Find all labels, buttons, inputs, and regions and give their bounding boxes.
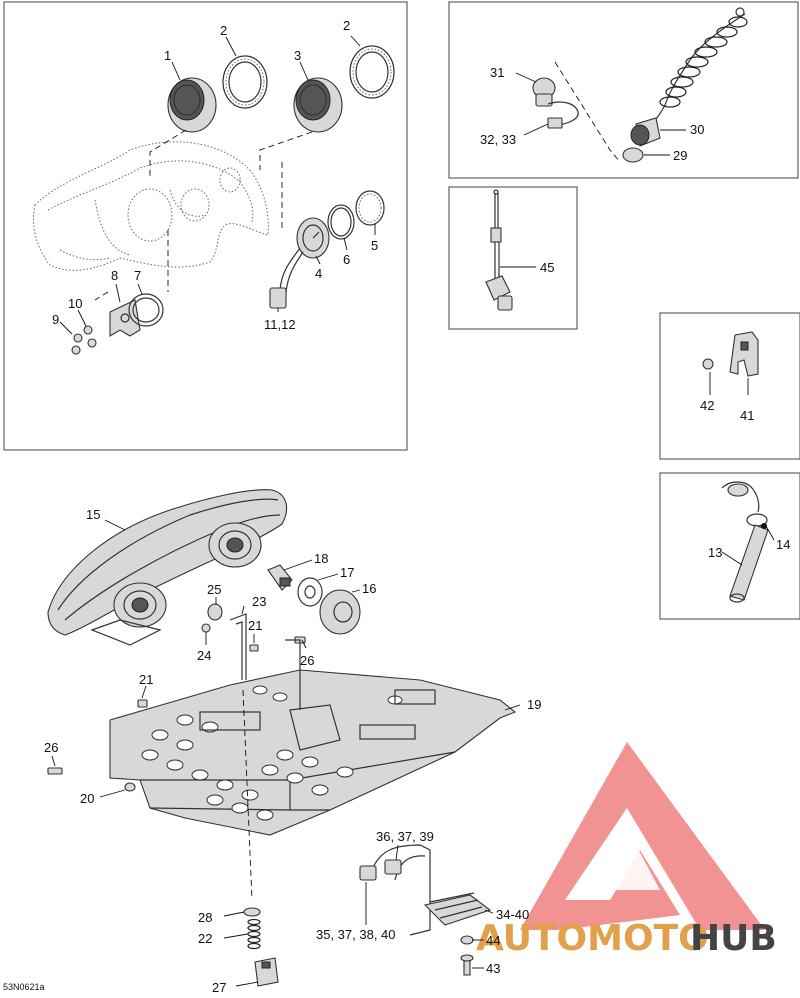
callout-34-40: 34-40 <box>496 907 529 922</box>
callout-27: 27 <box>212 980 226 995</box>
o-ring-gauge <box>327 204 355 240</box>
callout-7: 7 <box>134 268 141 283</box>
callout-35-37-38-40: 35, 37, 38, 40 <box>316 927 396 942</box>
callout-16: 16 <box>362 581 376 596</box>
callout-44: 44 <box>486 933 500 948</box>
gauge-panel-frame <box>3 1 408 451</box>
base-plate-19 <box>47 639 521 836</box>
callout-11-12: 11,12 <box>264 317 296 332</box>
bracket-panel-frame <box>659 312 800 460</box>
gauge-cluster-assembly <box>32 35 395 355</box>
callout-32-33: 32, 33 <box>480 132 516 147</box>
callout-17: 17 <box>340 565 354 580</box>
bracket-41-assembly <box>702 331 759 395</box>
callout-29: 29 <box>673 148 687 163</box>
callout-28: 28 <box>198 910 212 925</box>
callout-41: 41 <box>740 408 754 423</box>
callout-36-37-39: 36, 37, 39 <box>376 829 434 844</box>
tether-assembly <box>515 7 748 163</box>
callout-24: 24 <box>197 648 211 663</box>
headlight-assembly <box>47 489 361 680</box>
callout-3: 3 <box>294 48 301 63</box>
callout-5: 5 <box>371 238 378 253</box>
watermark-text-1: AUTOMOTO <box>476 918 709 959</box>
bezel-ring-right <box>349 45 395 99</box>
callout-4: 4 <box>315 266 322 281</box>
callout-22: 22 <box>198 931 212 946</box>
regulator-assembly <box>359 844 494 976</box>
callout-8: 8 <box>111 268 118 283</box>
gauge-small <box>269 217 330 309</box>
callout-43: 43 <box>486 961 500 976</box>
sensor-panel-frame <box>448 186 578 330</box>
callout-31: 31 <box>490 65 504 80</box>
bezel-small-gauge <box>355 190 385 226</box>
callout-25: 25 <box>207 582 221 597</box>
bezel-ring-left <box>222 55 268 109</box>
callout-15: 15 <box>86 507 100 522</box>
callout-6: 6 <box>343 252 350 267</box>
callout-30: 30 <box>690 122 704 137</box>
callout-2b: 2 <box>343 18 350 33</box>
dipstick-assembly <box>721 481 775 603</box>
tether-panel-frame <box>448 1 799 179</box>
callout-14: 14 <box>776 537 790 552</box>
gauge-speedometer <box>167 77 217 133</box>
o-ring-bracket <box>128 293 164 327</box>
callout-19: 19 <box>527 697 541 712</box>
callout-10: 10 <box>68 296 82 311</box>
callout-9: 9 <box>52 312 59 327</box>
gauge-tachometer <box>293 77 343 133</box>
callout-26a: 26 <box>300 653 314 668</box>
callout-20: 20 <box>80 791 94 806</box>
callout-23: 23 <box>252 594 266 609</box>
callout-42: 42 <box>700 398 714 413</box>
dipstick-panel-frame <box>659 472 800 620</box>
callout-21b: 21 <box>139 672 153 687</box>
callout-1: 1 <box>164 48 171 63</box>
diagram-code: 53N0621a <box>3 982 45 992</box>
nuts-washers <box>71 325 97 355</box>
callout-45: 45 <box>540 260 554 275</box>
callout-2a: 2 <box>220 23 227 38</box>
watermark-logo: AUTOMOTO HUB <box>476 742 777 959</box>
sensor-assembly <box>485 189 536 311</box>
callout-13: 13 <box>708 545 722 560</box>
watermark-text-2: HUB <box>690 918 777 959</box>
adjuster-knob-assembly <box>223 689 279 987</box>
callout-21a: 21 <box>248 618 262 633</box>
callout-26b: 26 <box>44 740 58 755</box>
callout-18: 18 <box>314 551 328 566</box>
